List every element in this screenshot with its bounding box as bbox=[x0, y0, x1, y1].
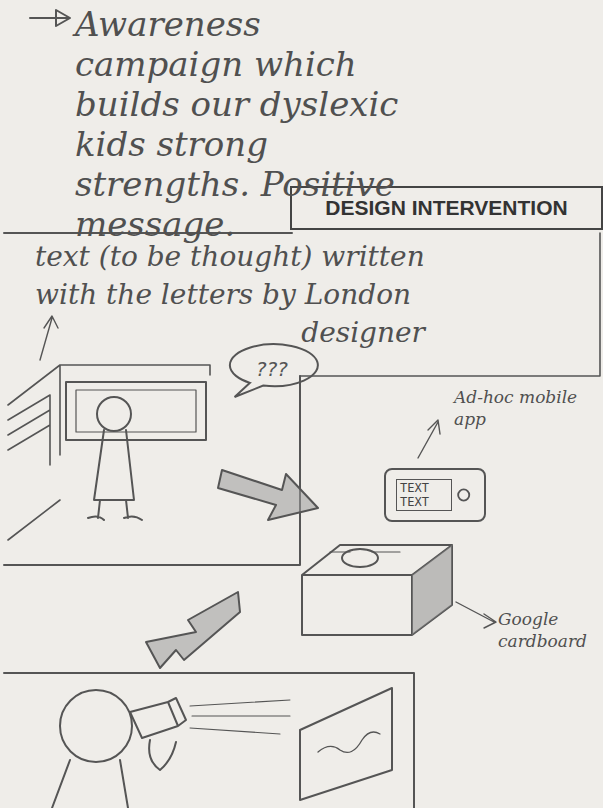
room-lines bbox=[8, 365, 210, 540]
flow-arrow bbox=[218, 470, 318, 520]
viewer-head bbox=[60, 690, 132, 762]
cardboard-box bbox=[302, 545, 452, 635]
figure-head bbox=[97, 397, 131, 431]
wall-board bbox=[66, 382, 206, 440]
viewer-headset bbox=[130, 698, 186, 738]
intervention-note: text (to be thought) written with the le… bbox=[35, 238, 425, 352]
box-shade bbox=[412, 545, 452, 635]
leader-arrow bbox=[418, 420, 440, 458]
bubble-outline bbox=[230, 344, 318, 397]
callout-label: Ad-hoc mobile app bbox=[454, 386, 602, 430]
phone-button bbox=[458, 489, 469, 500]
note-arrow bbox=[30, 10, 70, 26]
campaign-note: Awareness campaign which builds our dysl… bbox=[75, 4, 425, 244]
figure-body bbox=[88, 430, 142, 520]
flow-arrow bbox=[146, 592, 240, 668]
screen-text: TEXT TEXT bbox=[396, 479, 452, 511]
leader-arrow bbox=[456, 602, 496, 628]
panel-frame bbox=[4, 673, 414, 808]
viewer-body bbox=[52, 740, 176, 808]
wall-board bbox=[76, 390, 196, 432]
screen-scribble bbox=[318, 732, 380, 752]
bubble-text: ??? bbox=[256, 357, 288, 381]
cardboard-slot bbox=[330, 551, 400, 552]
mobile-phone: TEXT TEXT bbox=[384, 468, 486, 522]
callout-label: Google cardboard bbox=[498, 608, 602, 652]
leader-arrow bbox=[40, 316, 58, 360]
sight-lines bbox=[190, 700, 290, 734]
virtual-screen bbox=[300, 688, 392, 800]
